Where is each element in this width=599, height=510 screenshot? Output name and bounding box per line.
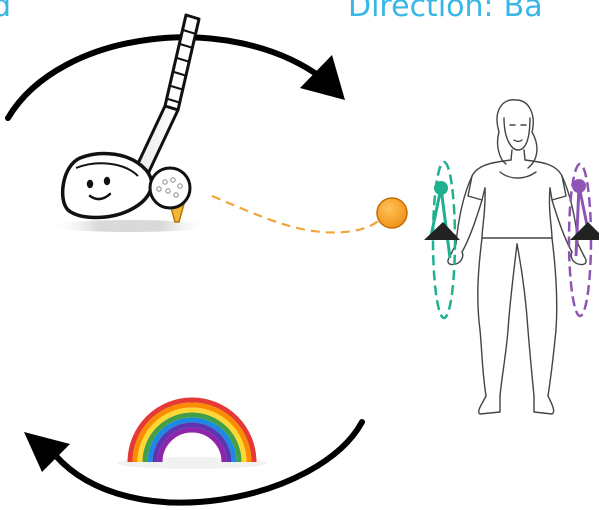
dashed-trajectory-icon xyxy=(212,196,384,233)
standing-person-icon xyxy=(448,100,586,414)
purple-swing-indicator-icon xyxy=(569,164,599,316)
teal-swing-indicator-icon xyxy=(424,162,460,318)
header-left-text: d xyxy=(0,0,11,22)
rainbow-icon xyxy=(117,400,267,469)
orange-ball-icon xyxy=(377,198,407,228)
direction-label: Direction: xyxy=(348,0,494,24)
direction-label-group: Direction: Ba xyxy=(348,0,543,22)
golf-ball-icon xyxy=(150,168,190,222)
direction-value: Ba xyxy=(504,0,543,24)
